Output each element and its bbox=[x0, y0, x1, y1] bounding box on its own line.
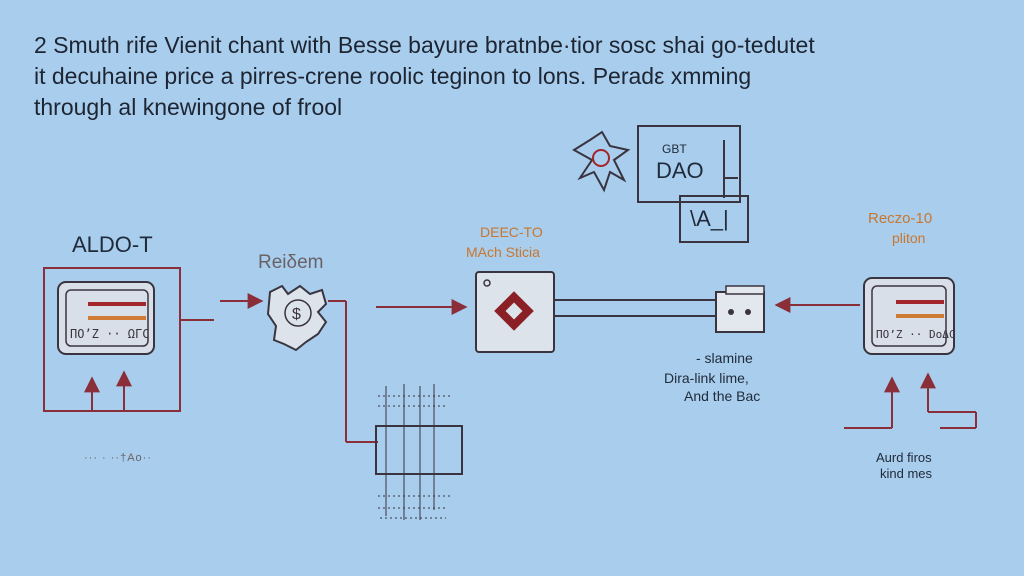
dao-small-label: GBT bbox=[662, 142, 687, 156]
dao-panel bbox=[637, 125, 741, 203]
small-box-dot-left bbox=[728, 309, 734, 315]
right-device-screen-text: ΠO’Ζ ·· DoΔC bbox=[876, 328, 955, 341]
dao-emblem-core bbox=[592, 149, 610, 167]
coin-badge bbox=[266, 284, 328, 352]
small-box-caption-3: And the Bac bbox=[684, 388, 761, 404]
left-device-label: ALDO-T bbox=[72, 232, 153, 257]
diagram-heading: 2 Smuth rife Vienit chant with Besse bay… bbox=[34, 30, 994, 123]
center-box-rivet bbox=[483, 279, 491, 287]
heading-line-1: 2 Smuth rife Vienit chant with Besse bay… bbox=[34, 32, 815, 58]
heading-line-2: it decuhaine price a pirres-crene roolic… bbox=[34, 63, 752, 89]
coin-ring bbox=[284, 299, 312, 327]
dao-sub-label: \A_| bbox=[690, 206, 729, 231]
left-device: ΠO’Ζ ·· ΩΓC bbox=[43, 267, 181, 412]
left-device-frame bbox=[43, 267, 181, 412]
small-box-dot-right bbox=[745, 309, 751, 315]
center-box bbox=[475, 271, 555, 353]
ledger-block bbox=[375, 384, 463, 520]
right-device-caption-1: Aurd firos bbox=[876, 450, 932, 465]
dao-label: DAO bbox=[656, 158, 704, 183]
small-box-frame bbox=[715, 291, 765, 333]
center-box-label-2: MAch Sticia bbox=[466, 244, 540, 260]
right-device-caption-2: kind mes bbox=[880, 466, 933, 481]
center-box-label-1: DEEC-TO bbox=[480, 224, 543, 240]
small-box bbox=[715, 285, 765, 333]
center-box-diamond-inner bbox=[505, 302, 523, 320]
ledger-box bbox=[375, 425, 463, 475]
left-device-screen-text: ΠO’Ζ ·· ΩΓC bbox=[70, 327, 149, 341]
right-device-label-2: pliton bbox=[892, 230, 926, 246]
coin-symbol: $ bbox=[292, 306, 301, 323]
heading-line-3: through al knewingone of frool bbox=[34, 94, 343, 120]
dao-emblem-icon bbox=[572, 130, 631, 193]
dao-sub-panel bbox=[679, 195, 749, 243]
right-device-label-1: Reczo-10 bbox=[868, 210, 933, 227]
right-device-screen-inner bbox=[871, 285, 947, 347]
small-box-lid bbox=[725, 285, 765, 295]
dao-box bbox=[572, 125, 749, 243]
left-device-screen-inner bbox=[65, 289, 149, 347]
coin-label: Reiδem bbox=[258, 252, 324, 273]
left-device-caption: ··· · ··†Αo·· bbox=[84, 452, 152, 464]
right-device: ΠO’Ζ ·· DoΔC bbox=[844, 277, 977, 429]
redeem-coin: $ bbox=[266, 284, 328, 352]
small-box-caption-2: Dira-link lime, bbox=[664, 370, 749, 386]
small-box-caption-1: - slamine bbox=[696, 350, 753, 366]
